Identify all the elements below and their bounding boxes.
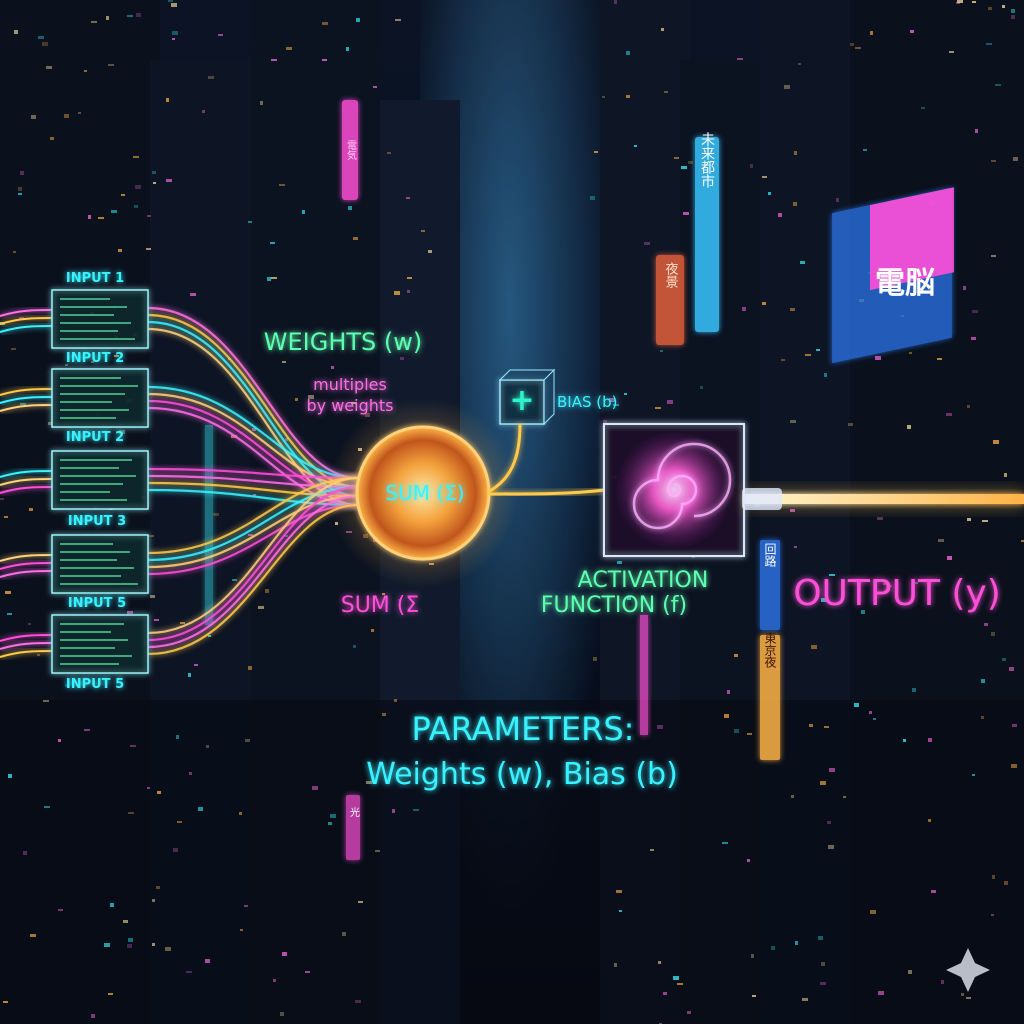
neon-strip (640, 615, 648, 735)
sum-label-lower: SUM (Σ (341, 593, 420, 618)
input-wire (0, 570, 53, 578)
input-node-box (51, 450, 149, 510)
output-beam (745, 494, 1024, 504)
input-label-4: INPUT 3 (68, 514, 126, 529)
input-wire (0, 562, 53, 570)
neon-sign-7-text: 光 (348, 806, 360, 818)
swirl-icon (632, 442, 732, 530)
input-label-1: INPUT 1 (66, 271, 124, 286)
input-node-box (51, 534, 149, 594)
multiply-note-line-2: by weights (307, 396, 394, 415)
neon-sign-3-text: 電脳 (875, 266, 935, 301)
neon-sign-7: 光 (346, 795, 360, 860)
input-wire (0, 396, 53, 404)
sparkle-icon (946, 948, 990, 992)
parameters-title: PARAMETERS: (412, 710, 635, 748)
input-nodes (51, 289, 149, 674)
input-wire (0, 650, 53, 658)
input-wire (0, 470, 53, 478)
input-wire (0, 388, 53, 396)
input-label-3: INPUT 2 (66, 430, 124, 445)
input-wire (0, 642, 53, 650)
sum-to-activation-connection (488, 488, 606, 496)
activation-label-line-1: ACTIVATION (578, 568, 709, 593)
input-node-box (51, 289, 149, 349)
input-wire (0, 486, 53, 494)
neon-sign-6-text: 東京夜 (763, 632, 777, 669)
input-wire (0, 478, 53, 486)
weights-label: WEIGHTS (w) (264, 328, 423, 356)
input-wire (0, 634, 53, 642)
bias-plus-icon: + (509, 383, 534, 418)
input-node-box (51, 368, 149, 428)
output-connector (742, 488, 782, 510)
bias-cube: + (498, 368, 556, 426)
bias-connection (487, 423, 522, 494)
input-wire (0, 325, 53, 333)
neon-strip-cyan (205, 425, 213, 625)
bias-label: BIAS (b) (557, 393, 618, 411)
neon-sign-3: 電脳 (832, 187, 954, 364)
sum-label: SUM (Σ) (385, 481, 464, 505)
neon-sign-4-text: 夜景 (663, 262, 679, 288)
input-label-6: INPUT 5 (66, 677, 124, 692)
weight-wire (147, 503, 359, 656)
input-node-box (51, 614, 149, 674)
neon-sign-6: 東京夜 (760, 632, 780, 760)
multiply-note-line-1: multiples (313, 375, 387, 394)
weight-wire (147, 306, 359, 480)
neon-sign-5-text: 回路 (763, 543, 777, 568)
output-label: OUTPUT (y) (793, 573, 1001, 614)
neon-sign-1-text: 電気 (345, 140, 357, 161)
neon-sign-5: 回路 (760, 540, 780, 630)
parameters-detail: Weights (w), Bias (b) (366, 757, 678, 792)
input-label-2: INPUT 2 (66, 351, 124, 366)
neon-sign-1: 電気 (342, 100, 358, 200)
activation-label-line-2: FUNCTION (f) (541, 593, 687, 618)
input-wire (0, 317, 53, 325)
neon-sign-4: 夜景 (656, 255, 684, 345)
activation-function-cube (603, 423, 745, 557)
input-label-5: INPUT 5 (68, 596, 126, 611)
input-wire (0, 554, 53, 562)
neon-sign-2: 未来都市 (695, 132, 719, 332)
input-wire (0, 404, 53, 412)
input-wire (0, 309, 53, 317)
neon-sign-2-text: 未来都市 (699, 132, 715, 188)
